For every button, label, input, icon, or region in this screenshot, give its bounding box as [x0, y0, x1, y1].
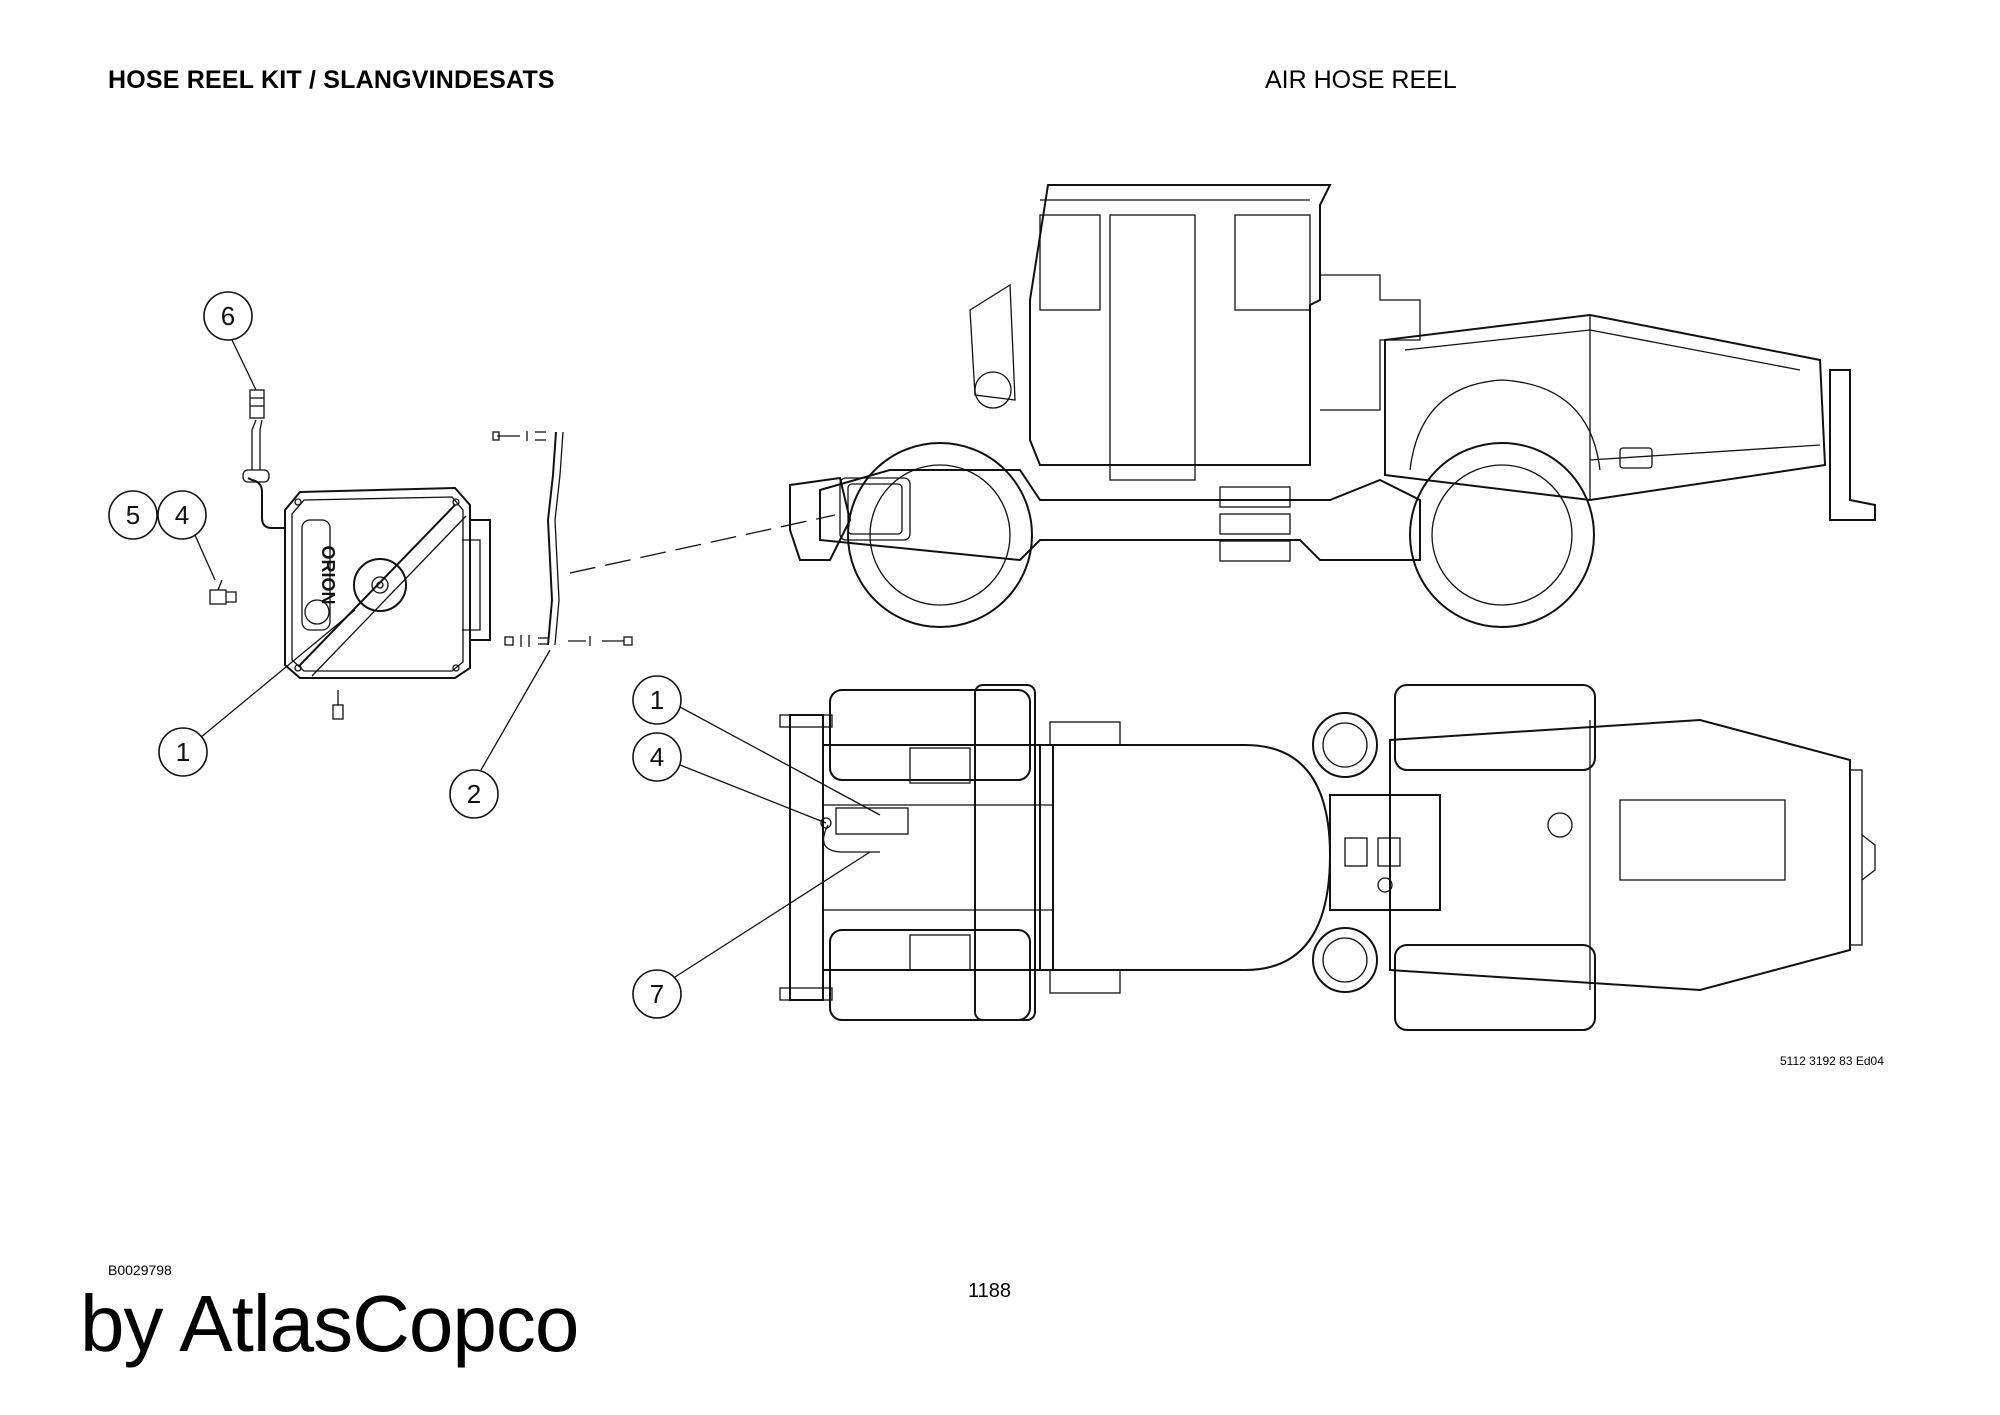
callout-1: 1 [158, 609, 356, 777]
svg-text:1: 1 [176, 737, 190, 767]
page-number: 1188 [968, 1280, 1012, 1302]
callout-6: 6 [203, 291, 257, 391]
page-title: HOSE REEL KIT / SLANGVINDESATS [108, 66, 555, 94]
svg-text:5: 5 [126, 500, 140, 530]
callout-top-4: 4 [632, 732, 827, 824]
svg-text:7: 7 [650, 979, 664, 1009]
svg-text:6: 6 [221, 301, 235, 331]
reference-code: 5112 3192 83 Ed04 [1780, 1054, 1884, 1068]
svg-text:1: 1 [650, 685, 664, 715]
reel-logo: ORION [318, 545, 338, 604]
svg-text:4: 4 [175, 500, 189, 530]
callout-4: 4 [157, 490, 216, 581]
machine-side-view [789, 184, 1876, 628]
brand-text: by AtlasCopco [80, 1279, 579, 1368]
callout-2: 2 [449, 649, 551, 819]
callout-5: 5 [108, 490, 158, 540]
callout-top-7: 7 [632, 851, 871, 1019]
svg-text:2: 2 [467, 779, 481, 809]
machine-top-view [779, 684, 1876, 1031]
page-subtitle: AIR HOSE REEL [1265, 66, 1457, 94]
document-code: B0029798 [108, 1262, 172, 1278]
svg-text:4: 4 [650, 742, 664, 772]
hose-reel-assembly: ORION [209, 389, 836, 720]
callout-top-1: 1 [632, 675, 881, 816]
